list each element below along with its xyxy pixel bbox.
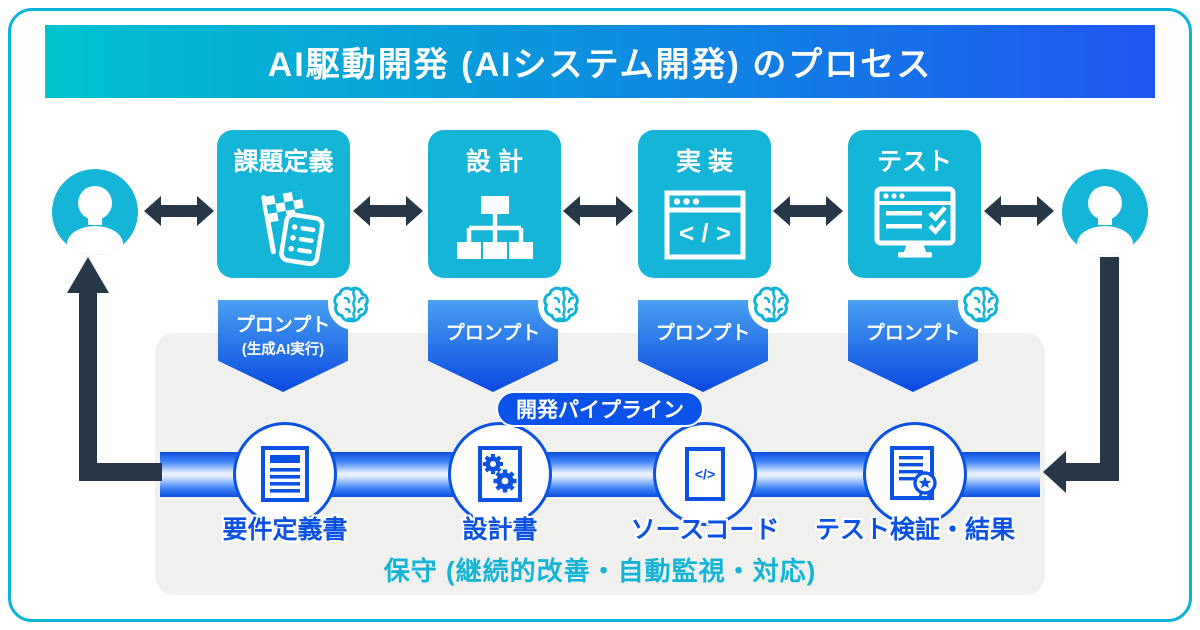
- user-icon: [52, 169, 138, 255]
- pipeline-node-source-code: </>: [653, 422, 757, 526]
- pipeline-node-requirements: [233, 422, 337, 526]
- flag-checklist-icon: [260, 190, 324, 267]
- document-code-icon: </>: [685, 447, 725, 501]
- double-arrow-icon: [143, 193, 215, 229]
- prompt-sublabel: (生成AI実行): [241, 342, 325, 358]
- return-arrow-left: [67, 257, 162, 481]
- brain-icon: [956, 276, 1012, 332]
- maintenance-caption: 保守 (継続的改善・自動監視・対応): [383, 556, 817, 586]
- document-award-icon: [890, 446, 937, 501]
- process-box-test: テスト: [848, 130, 981, 278]
- node-label-source-code: ソースコード: [630, 516, 780, 544]
- double-arrow-icon: [562, 193, 634, 229]
- code-glyph: </>: [695, 466, 715, 482]
- process-box-problem-definition: 課題定義: [217, 130, 350, 278]
- prompt-arrow-implementation: プロンプト: [638, 300, 768, 392]
- brain-icon: [326, 276, 382, 332]
- pipeline-node-design-doc: [448, 422, 552, 526]
- process-box-label: 実 装: [676, 148, 733, 176]
- brain-icon: [536, 276, 592, 332]
- document-icon: [261, 446, 309, 502]
- process-box-label: テスト: [876, 148, 952, 176]
- prompt-label: プロンプト: [445, 323, 541, 344]
- process-box-label: 設 計: [466, 148, 523, 176]
- process-box-implementation: 実 装 < / >: [638, 130, 771, 278]
- node-label-test-results: テスト検証・結果: [814, 516, 1015, 544]
- user-icon: [1062, 169, 1148, 255]
- node-label-design-doc: 設計書: [462, 516, 538, 544]
- double-arrow-icon: [352, 193, 424, 229]
- document-gears-icon: [478, 446, 522, 502]
- double-arrow-icon: [983, 193, 1055, 229]
- hierarchy-icon: [456, 196, 533, 259]
- brain-icon: [746, 276, 802, 332]
- node-label-requirements: 要件定義書: [222, 516, 348, 544]
- prompt-label: プロンプト: [655, 323, 751, 344]
- return-arrow-right: [1043, 257, 1119, 493]
- code-window-icon: < / >: [664, 190, 745, 260]
- title-bar: AI駆動開発 (AIシステム開発) のプロセス: [45, 25, 1155, 98]
- page-title: AI駆動開発 (AIシステム開発) のプロセス: [267, 46, 933, 84]
- prompt-label: プロンプト: [865, 323, 961, 344]
- pipeline-badge: 開発パイプライン: [496, 391, 704, 427]
- code-glyph: < / >: [678, 218, 730, 248]
- monitor-check-icon: [874, 186, 955, 258]
- pipeline-node-test-results: [863, 422, 967, 526]
- double-arrow-icon: [772, 193, 844, 229]
- process-box-design: 設 計: [428, 130, 561, 278]
- process-box-label: 課題定義: [233, 148, 334, 176]
- prompt-label: プロンプト: [235, 315, 331, 336]
